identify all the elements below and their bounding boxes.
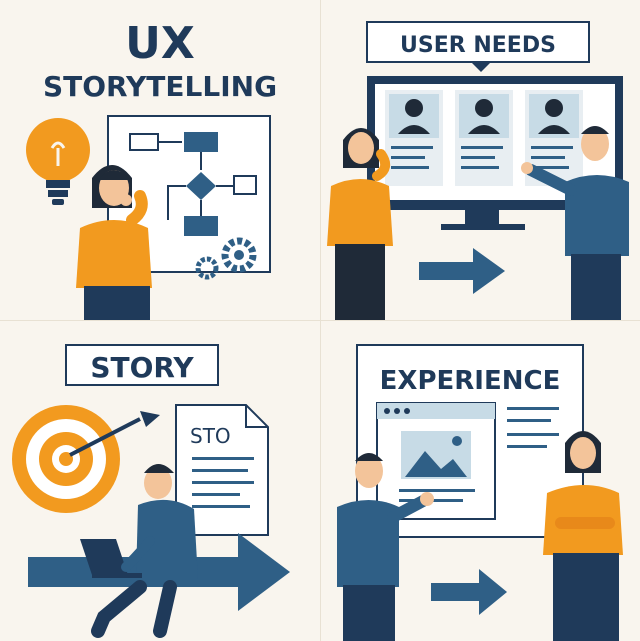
woman-figure [327,128,393,320]
story-label-box [65,344,219,386]
story-label: STORY [90,351,194,384]
user-needs-label: USER NEEDS [400,33,556,58]
document-text: STO [190,424,231,448]
user-needs-scene: USER NEEDS [327,21,629,320]
text-lines [507,407,559,448]
lightbulb-icon [26,118,90,205]
panel-story: STORY STO [0,320,320,641]
persona-card-1 [385,90,443,186]
story-scene: STORY STO [12,344,290,638]
arrow-right-icon [419,248,505,294]
woman-arms-crossed-figure [543,431,623,641]
experience-scene: EXPERIENCE [337,344,623,641]
persona-card-2 [455,90,513,186]
thinking-woman-figure [76,165,152,320]
panel-user-needs: USER NEEDS [320,0,640,320]
panel-experience: EXPERIENCE [320,320,640,641]
browser-window [376,402,496,520]
experience-label: EXPERIENCE [380,366,561,396]
panel-ux-storytelling: UX STORYTELLING [0,0,320,320]
arrow-right-icon [28,533,290,611]
story-document: STO [175,404,269,536]
arrow-right-icon [431,569,507,615]
user-needs-label-box [366,21,590,63]
target-icon [12,405,160,513]
gear-icon [195,237,257,280]
ux-storytelling-scene: UX STORYTELLING [26,18,277,320]
title-storytelling: STORYTELLING [43,70,277,103]
title-ux: UX [125,18,195,69]
man-with-laptop-figure [80,464,198,638]
man-pointing-figure [521,126,629,320]
man-presenting-figure [337,453,434,641]
